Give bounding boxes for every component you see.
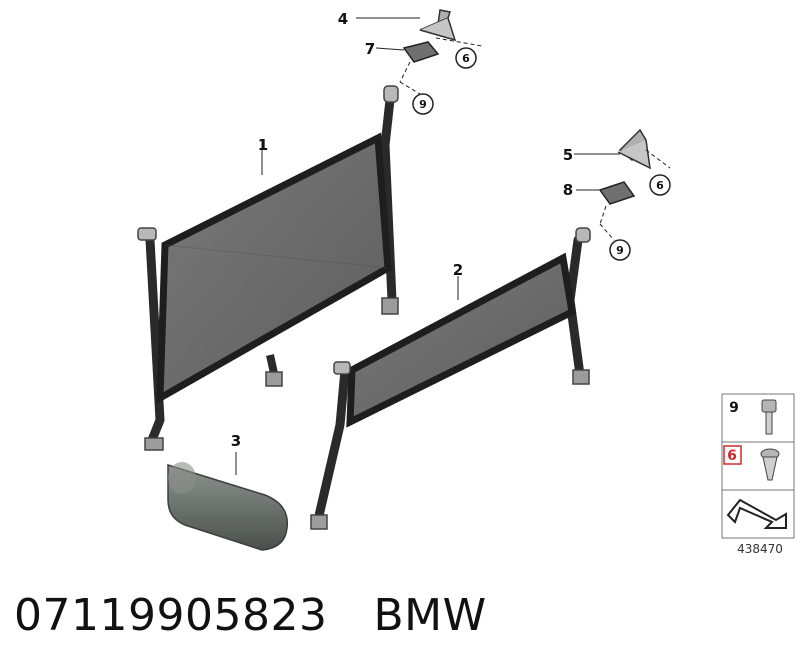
bracket-upper (356, 9, 457, 42)
arrow-shape-icon (726, 498, 787, 529)
nut-plate-upper (375, 37, 483, 95)
bolt-icon (761, 399, 777, 435)
callout-9-right: 9 (609, 239, 631, 261)
callout-3: 3 (231, 432, 241, 450)
svg-text:9: 9 (419, 98, 427, 111)
svg-text:6: 6 (656, 179, 664, 192)
brand-name: BMW (373, 590, 487, 641)
self-tapping-screw-icon (760, 448, 780, 481)
storage-roll (167, 452, 289, 551)
callout-1: 1 (258, 136, 268, 154)
partition-net-small (310, 227, 591, 530)
part-caption: 07119905823 BMW (14, 590, 487, 650)
fastener-legend: 9 6 438470 (721, 393, 795, 556)
part-number: 07119905823 (14, 590, 328, 641)
legend-label-9: 9 (729, 400, 739, 416)
callout-5: 5 (563, 146, 573, 164)
callout-4: 4 (338, 10, 348, 28)
svg-text:9: 9 (616, 244, 624, 257)
callout-6-right: 6 (649, 174, 671, 196)
diagram-number: 438470 (737, 542, 783, 556)
nut-plate-right (576, 181, 636, 241)
legend-highlight-6 (723, 445, 742, 465)
callout-8: 8 (563, 181, 573, 199)
bracket-right (574, 128, 671, 170)
parts-diagram: 1 2 3 4 5 7 8 6 9 6 9 9 6 (137, 9, 795, 556)
callout-2: 2 (453, 261, 463, 279)
callout-7: 7 (365, 40, 375, 58)
partition-net-large (137, 85, 399, 451)
callout-6-upper: 6 (455, 47, 477, 69)
legend-label-6: 6 (727, 448, 737, 464)
callout-9-upper: 9 (412, 93, 434, 115)
svg-text:6: 6 (462, 52, 470, 65)
